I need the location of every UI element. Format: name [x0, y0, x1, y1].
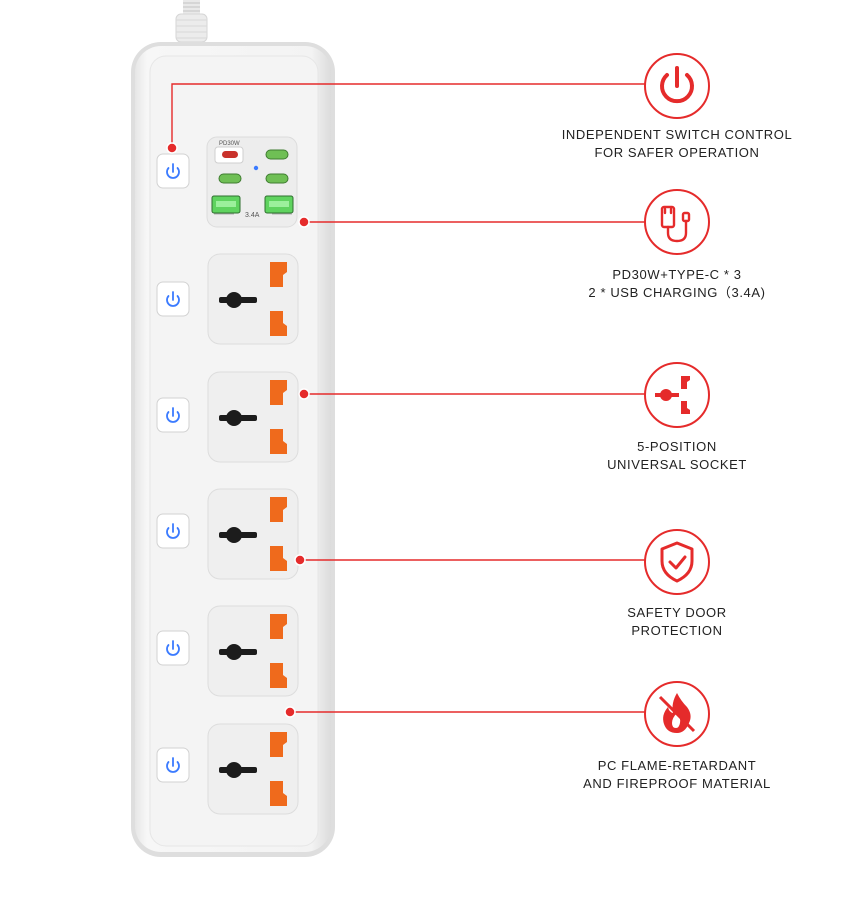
usb-port-label: 3.4A: [245, 212, 260, 219]
feature-text-line: PC FLAME-RETARDANT: [597, 758, 757, 773]
universal-socket[interactable]: [207, 723, 299, 815]
feature-text-line: 2 * USB CHARGING（3.4A): [588, 285, 766, 300]
feature-switch-control: INDEPENDENT SWITCH CONTROL FOR SAFER OPE…: [547, 126, 807, 162]
usb-cable-icon: [644, 189, 710, 255]
universal-socket-icon: [644, 362, 710, 428]
feature-text-line: INDEPENDENT SWITCH CONTROL: [561, 127, 793, 142]
universal-socket[interactable]: [207, 605, 299, 697]
universal-socket[interactable]: [207, 253, 299, 345]
no-fire-icon: [644, 681, 710, 747]
feature-text-line: AND FIREPROOF MATERIAL: [583, 776, 771, 791]
universal-socket[interactable]: [207, 488, 299, 580]
switch-button[interactable]: [156, 397, 190, 433]
power-cable: [175, 0, 208, 43]
pd-port-label: PD30W: [219, 141, 240, 147]
feature-universal-socket: 5-POSITION UNIVERSAL SOCKET: [547, 438, 807, 474]
feature-text-line: PD30W+TYPE-C * 3: [612, 267, 742, 282]
switch-button[interactable]: [156, 281, 190, 317]
switch-button[interactable]: [156, 747, 190, 783]
usb-charging-module: PD30W 3.4A: [206, 136, 298, 228]
callout-lines: [171, 83, 645, 713]
feature-flame-retardant: PC FLAME-RETARDANT AND FIREPROOF MATERIA…: [547, 757, 807, 793]
switch-button[interactable]: [156, 513, 190, 549]
shield-check-icon: [644, 529, 710, 595]
power-icon: [644, 53, 710, 119]
feature-text-line: 5-POSITION: [637, 439, 717, 454]
feature-safety-door: SAFETY DOOR PROTECTION: [547, 604, 807, 640]
switch-button[interactable]: [156, 630, 190, 666]
feature-text-line: SAFETY DOOR: [627, 605, 727, 620]
universal-socket[interactable]: [207, 371, 299, 463]
callout-dots: [166, 142, 310, 718]
switch-button[interactable]: [156, 153, 190, 189]
feature-text-line: FOR SAFER OPERATION: [594, 145, 760, 160]
feature-text-line: PROTECTION: [631, 623, 723, 638]
feature-text-line: UNIVERSAL SOCKET: [607, 457, 747, 472]
feature-usb-charging: PD30W+TYPE-C * 3 2 * USB CHARGING（3.4A): [547, 266, 807, 302]
